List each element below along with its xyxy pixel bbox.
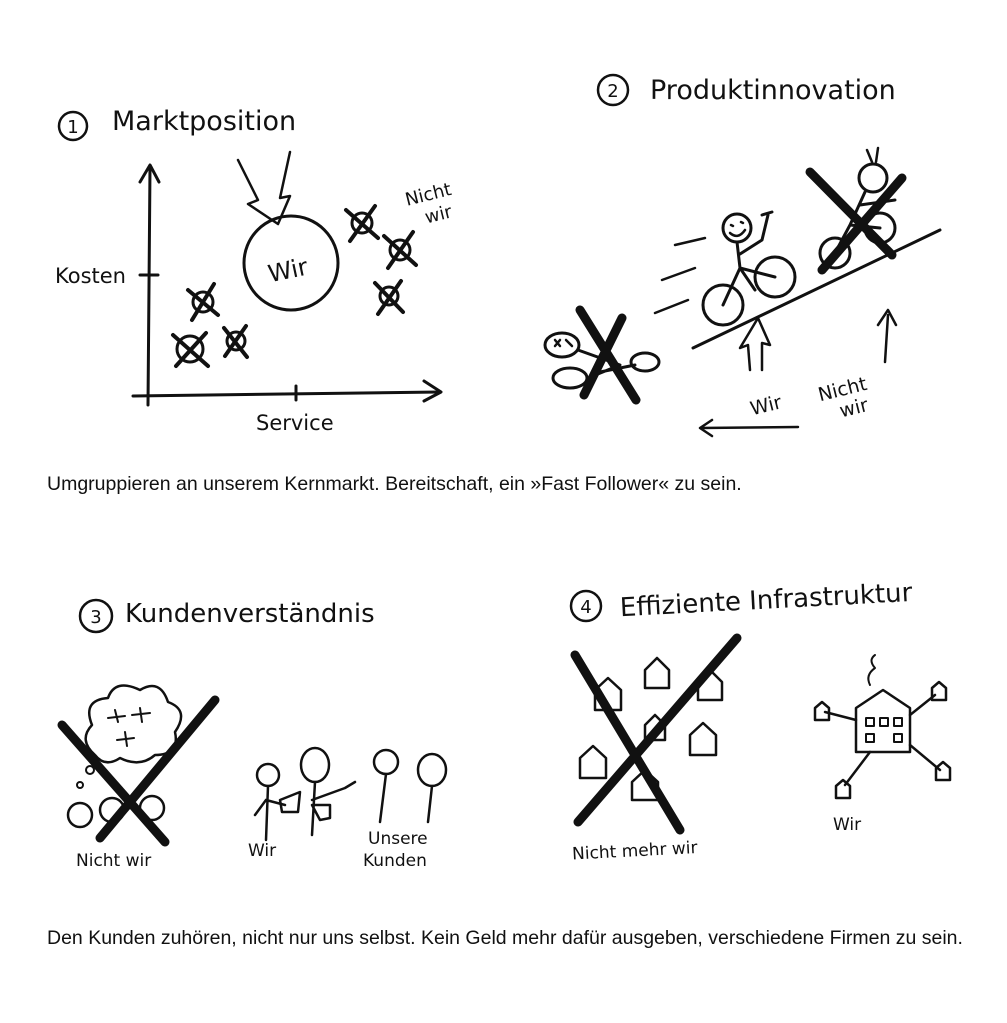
competitor-marks-left [171, 282, 249, 368]
arrow-nicht-wir [876, 308, 898, 364]
nicht-mehr-wir-label: Nicht mehr wir [572, 838, 698, 865]
nicht-wir-label: Nicht wir [76, 851, 151, 871]
slope-line [691, 228, 942, 350]
panel-title: Marktposition [112, 106, 296, 137]
scattered-houses [570, 633, 742, 835]
pointer-arrow [236, 150, 292, 226]
panel-effiziente-infrastruktur: 4 Effiziente Infrastruktur Nicht mehr wi… [569, 578, 952, 865]
panel-marktposition: 1 Marktposition Kosten Service Wir Nicht… [55, 106, 455, 435]
number-3: 3 [90, 607, 101, 628]
cyclist-wir [701, 210, 797, 327]
fallen-rider [543, 305, 661, 405]
unsere-label: Unsere [368, 829, 428, 849]
x-axis-arrowhead [422, 379, 443, 403]
wir-circle [242, 214, 340, 312]
kunden-label: Kunden [363, 851, 427, 871]
speed-lines [653, 236, 707, 315]
caption-bottom: Den Kunden zuhören, nicht nur uns selbst… [47, 927, 963, 949]
customer-people [372, 748, 448, 824]
x-axis-label: Service [256, 411, 334, 435]
number-badge-3: 3 [78, 598, 114, 634]
caption-top: Umgruppieren an unserem Kernmarkt. Berei… [47, 473, 742, 495]
wir-label: Wir [248, 841, 276, 861]
wir-label: Wir [833, 815, 861, 835]
panel-produktinnovation: 2 Produktinnovation Wir Nicht wir [543, 73, 942, 438]
y-axis-label: Kosten [55, 264, 126, 288]
backward-arrow [698, 418, 800, 438]
central-building [813, 654, 952, 800]
wir-circle-label: Wir [266, 253, 311, 289]
x-axis [131, 390, 442, 398]
competitor-marks-right [344, 204, 418, 316]
y-axis-arrowhead [138, 163, 161, 184]
number-badge-4: 4 [569, 589, 603, 623]
thought-cloud-group [57, 684, 220, 847]
y-axis [146, 166, 152, 407]
arrow-wir [738, 316, 772, 372]
number-2: 2 [607, 81, 618, 102]
us-label: Wir [748, 391, 784, 420]
cyclist-nicht-wir [805, 146, 907, 275]
panel-title: Kundenverständnis [125, 599, 375, 629]
panel-title: Effiziente Infrastruktur [619, 578, 913, 623]
panel-kundenverstaendnis: 3 Kundenverständnis Nicht wir Wir Unsere… [57, 598, 448, 871]
number-badge-2: 2 [596, 73, 630, 107]
number-badge-1: 1 [57, 110, 89, 142]
number-4: 4 [580, 597, 591, 618]
number-1: 1 [67, 117, 78, 138]
panel-title: Produktinnovation [650, 75, 896, 106]
wir-people [253, 746, 357, 842]
